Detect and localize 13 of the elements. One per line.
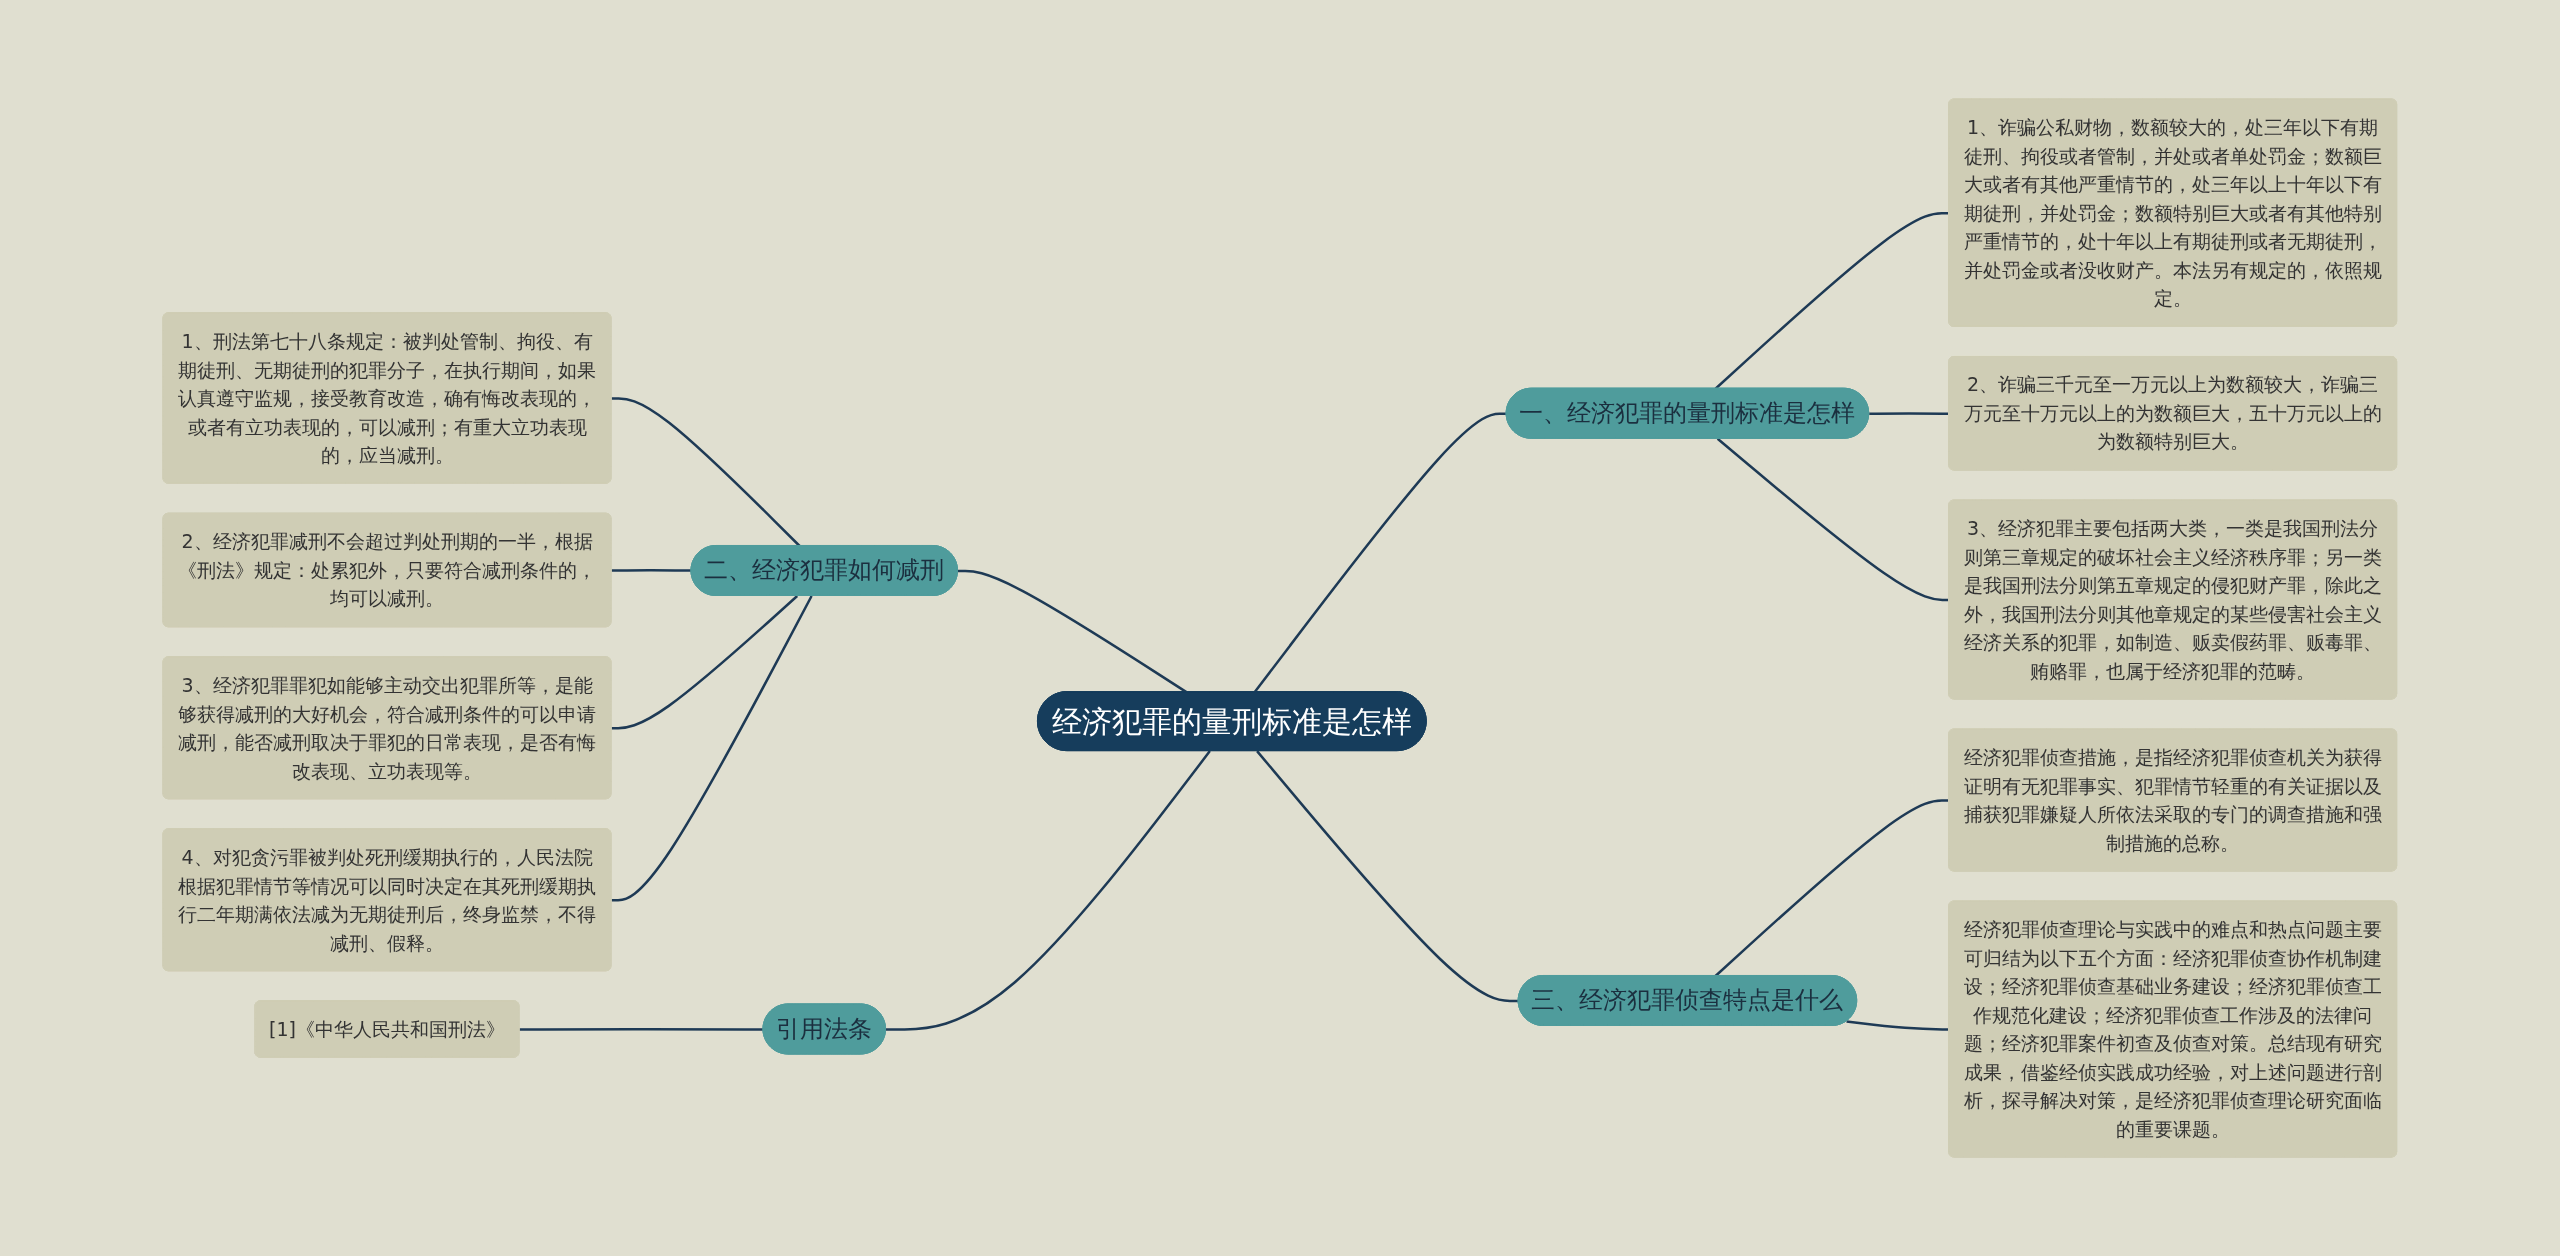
connector [1717, 437, 1950, 602]
connector [1714, 799, 1950, 977]
connector [1256, 750, 1519, 1003]
connector [611, 568, 692, 572]
connector [1846, 1020, 1950, 1031]
connector [1253, 412, 1507, 693]
connector [1714, 211, 1950, 390]
connector [611, 595, 813, 902]
connector [1869, 412, 1950, 415]
connector [519, 1027, 764, 1031]
connector [611, 595, 799, 730]
connector [611, 397, 801, 547]
connector [886, 750, 1212, 1031]
